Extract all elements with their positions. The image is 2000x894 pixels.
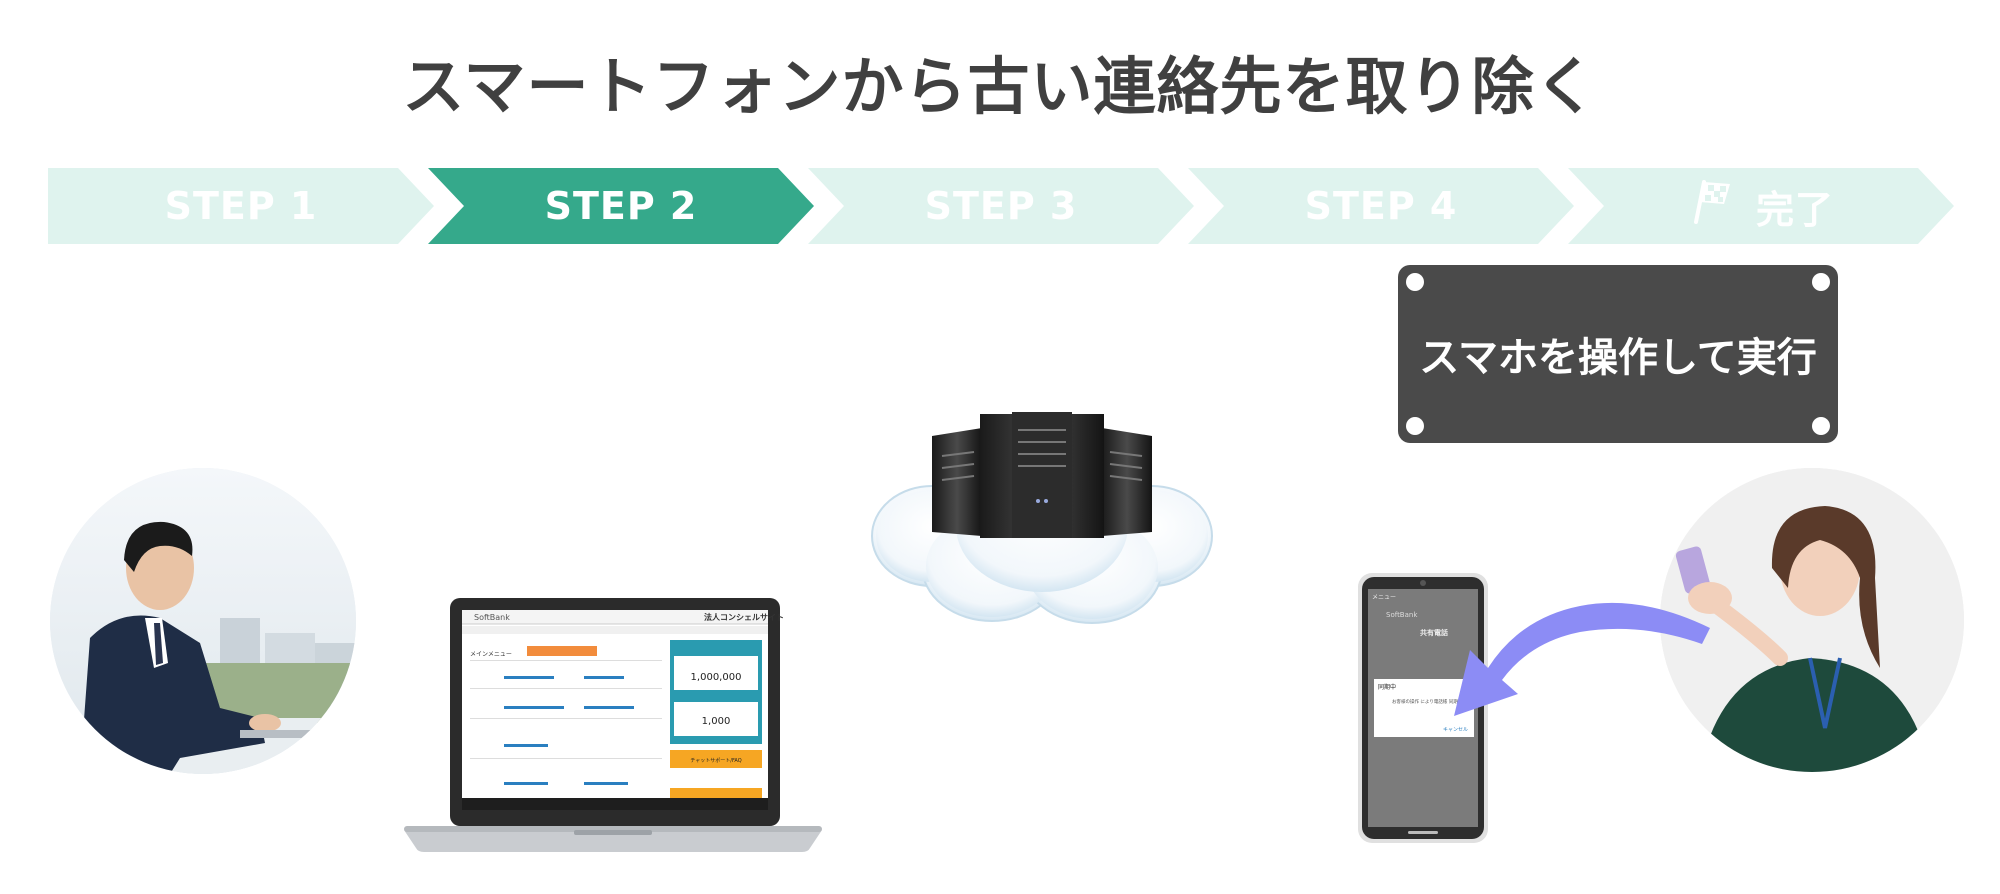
step-4: STEP 4 — [1188, 168, 1574, 244]
phone-dialog-cancel: キャンセル — [1443, 727, 1468, 733]
cloud-server-illustration — [862, 406, 1222, 642]
laptop-site-name: 法人コンシェルサイト — [704, 612, 784, 622]
laptop-brand: SoftBank — [474, 613, 510, 622]
laptop-chat-label: チャットサポート/FAQ — [690, 757, 741, 764]
phone-dialog-body: お客様の操作 により電話帳 同期中です — [1392, 698, 1472, 705]
page-title: スマートフォンから古い連絡先を取り除く — [402, 50, 1598, 123]
rivet-icon — [1812, 273, 1830, 291]
step-complete-label: 完了 — [1755, 187, 1834, 232]
laptop-menu-heading: メインメニュー — [470, 651, 512, 658]
step-2-label: STEP 2 — [544, 184, 698, 228]
checkered-flag-icon — [1688, 178, 1734, 234]
laptop-count: 1,000 — [702, 716, 731, 727]
laptop-amount: 1,000,000 — [691, 672, 742, 683]
phone-shared-label: 共有電話 — [1420, 628, 1448, 637]
smartphone-illustration: メニュー SoftBank 共有電話 同期中 お客様の操作 により電話帳 同期中… — [1358, 573, 1488, 843]
phone-brand: SoftBank — [1386, 611, 1418, 619]
step-1-label: STEP 1 — [164, 184, 318, 228]
businessman-photo — [50, 468, 356, 774]
step-1: STEP 1 — [48, 168, 434, 244]
step-progress-bar: STEP 1 STEP 2 STEP 3 STEP 4 完了 — [48, 168, 1954, 244]
phone-dialog-title: 同期中 — [1378, 683, 1396, 691]
instruction-text: スマホを操作して実行 — [1419, 335, 1817, 381]
step-4-label: STEP 4 — [1304, 184, 1458, 228]
phone-menu: メニュー — [1372, 594, 1396, 601]
curved-arrow-icon — [1440, 588, 1710, 718]
woman-with-phone-photo — [1660, 468, 1964, 772]
step-2: STEP 2 — [428, 168, 814, 244]
step-complete: 完了 — [1568, 168, 1954, 244]
laptop-illustration: SoftBank 法人コンシェルサイト メインメニュー 1,000,000 1,… — [404, 598, 822, 854]
instruction-box: スマホを操作して実行 — [1398, 265, 1838, 443]
rivet-icon — [1406, 417, 1424, 435]
step-3: STEP 3 — [808, 168, 1194, 244]
step-3-label: STEP 3 — [924, 184, 1078, 228]
rivet-icon — [1812, 417, 1830, 435]
rivet-icon — [1406, 273, 1424, 291]
